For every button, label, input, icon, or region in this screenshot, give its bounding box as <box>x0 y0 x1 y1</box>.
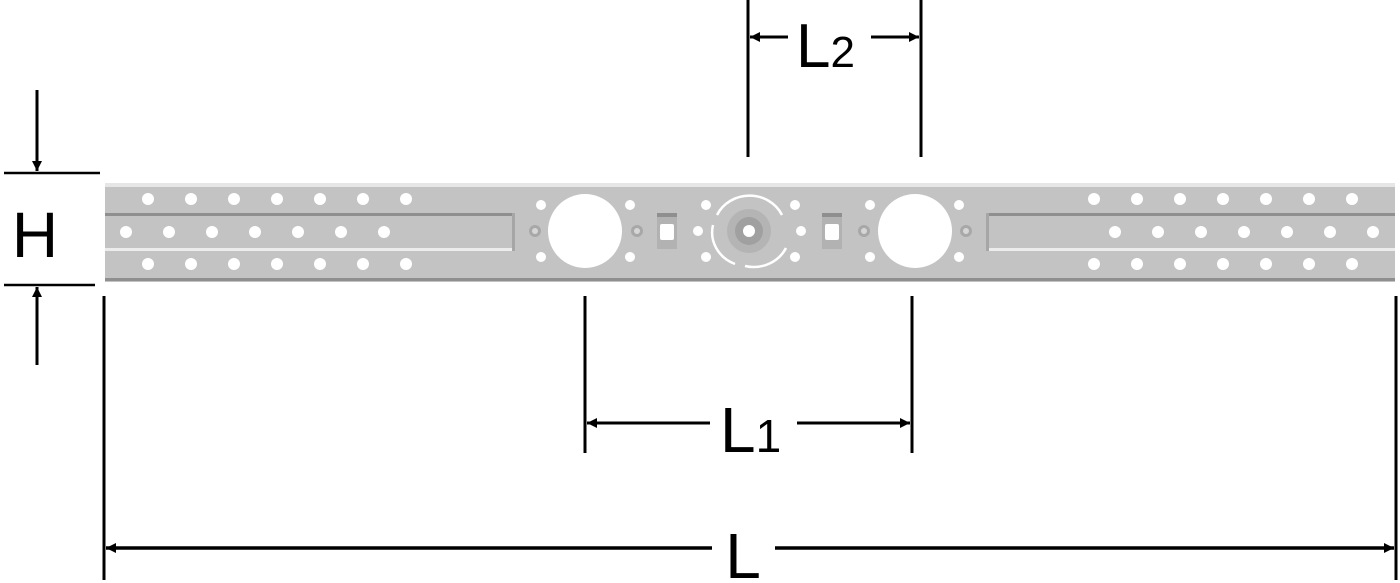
label-h: H <box>12 199 58 271</box>
rivet-dimples <box>529 225 972 237</box>
dimension-l2: L2 <box>746 0 923 157</box>
dimension-l: L <box>102 296 1398 583</box>
dimension-h: H <box>4 90 100 365</box>
label-l: L <box>725 520 761 583</box>
left-slot <box>657 213 677 249</box>
right-channel-edge <box>986 213 1395 216</box>
mounting-rail <box>105 183 1395 282</box>
center-fixing <box>710 194 788 269</box>
left-channel-edge <box>105 213 515 216</box>
left-perforations <box>120 193 412 270</box>
right-slot <box>822 213 842 249</box>
right-connection-hole <box>878 194 952 268</box>
right-perforations <box>1088 193 1379 270</box>
label-l1: L1 <box>720 394 781 466</box>
label-l2: L2 <box>796 12 855 81</box>
left-connection-hole <box>548 194 622 268</box>
center-small-holes <box>536 200 964 262</box>
dimension-l1: L1 <box>583 296 914 466</box>
